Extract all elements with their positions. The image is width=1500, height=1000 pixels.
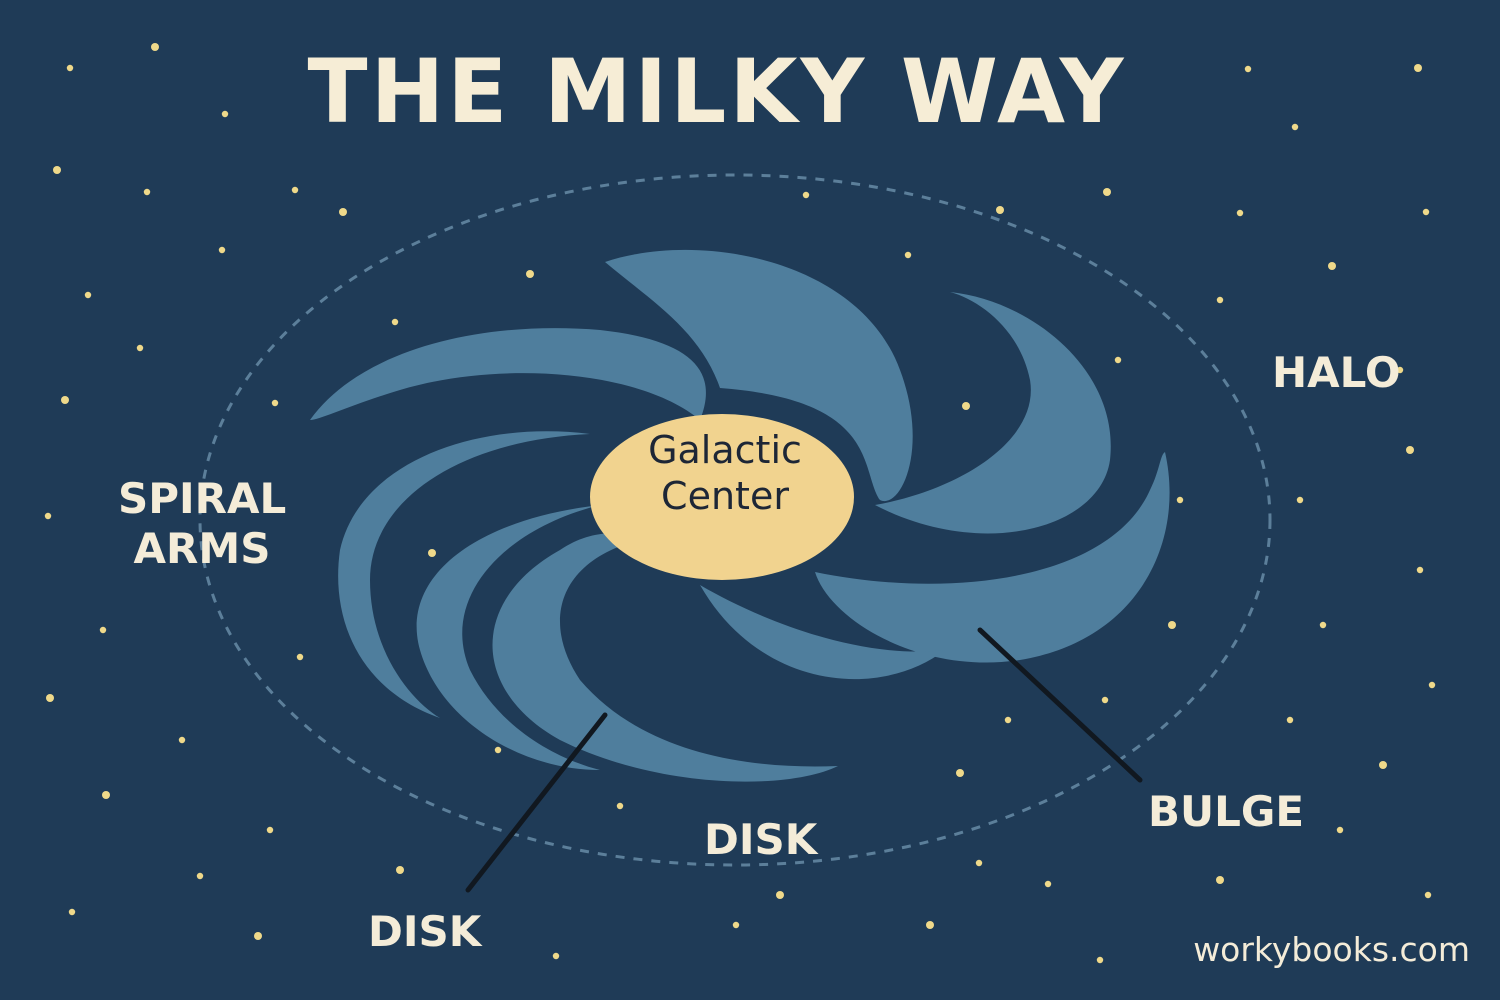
star (296, 653, 304, 661)
star (178, 736, 186, 744)
star (143, 188, 151, 196)
star (526, 270, 534, 278)
star (46, 694, 54, 702)
star (996, 206, 1004, 214)
star (552, 952, 560, 960)
galactic-center-label: Galactic Center (590, 428, 860, 519)
star (1096, 956, 1104, 964)
spiral-arm-upper-left (310, 328, 706, 420)
star (271, 399, 279, 407)
star (962, 402, 970, 410)
disk-pointer-line (465, 712, 608, 893)
star (1176, 496, 1184, 504)
disk-outer-label: DISK (368, 907, 482, 956)
star (391, 318, 399, 326)
spiral-arm-upper-right (875, 292, 1111, 534)
star (926, 921, 934, 929)
spiral-arm-lower-left (416, 505, 600, 770)
star (339, 208, 347, 216)
star (1114, 356, 1122, 364)
spiral-arm-right (815, 452, 1170, 663)
disk-inner-label: DISK (704, 815, 818, 864)
spiral-arms (310, 249, 1170, 782)
star (1216, 876, 1224, 884)
star (136, 344, 144, 352)
star (1286, 716, 1294, 724)
bulge-pointer-line (977, 627, 1143, 783)
star (802, 191, 810, 199)
halo-outline (198, 173, 1272, 867)
galactic-center-core (590, 414, 854, 580)
star (904, 251, 912, 259)
spiral-arm-lower-right (700, 585, 945, 680)
spiral-arm-lower (492, 533, 838, 782)
star (1236, 209, 1244, 217)
spiral-arms-label-line-1: SPIRAL (118, 474, 287, 523)
star (266, 826, 274, 834)
star (1101, 696, 1109, 704)
star (494, 746, 502, 754)
star (61, 396, 69, 404)
star (396, 866, 404, 874)
star (1416, 566, 1424, 574)
star (102, 791, 110, 799)
star (1336, 826, 1344, 834)
spiral-arm-top (605, 249, 913, 502)
spiral-arms-label: SPIRAL ARMS (118, 474, 286, 575)
star (1004, 716, 1012, 724)
star (1424, 891, 1432, 899)
star (956, 769, 964, 777)
star (151, 43, 159, 51)
spiral-arms-label-line-2: ARMS (133, 524, 271, 574)
bulge-label: BULGE (1148, 787, 1305, 836)
star (1168, 621, 1176, 629)
star (291, 186, 299, 194)
star (196, 872, 204, 880)
star (53, 166, 61, 174)
page-title: THE MILKY WAY (307, 40, 1127, 143)
site-credit: workybooks.com (1193, 930, 1470, 969)
star (218, 246, 226, 254)
galactic-center-label-line-1: Galactic (648, 428, 802, 472)
star (1406, 446, 1414, 454)
star (1319, 621, 1327, 629)
star (254, 932, 262, 940)
star (44, 512, 52, 520)
halo-label: HALO (1272, 348, 1401, 397)
star (732, 921, 740, 929)
star (1103, 188, 1111, 196)
star (776, 891, 784, 899)
star (1296, 496, 1304, 504)
star (1328, 262, 1336, 270)
galactic-center-label-line-2: Center (661, 473, 789, 518)
star (99, 626, 107, 634)
star (1422, 208, 1430, 216)
star (84, 291, 92, 299)
star-field (44, 43, 1436, 964)
star (221, 110, 229, 118)
star (68, 908, 76, 916)
star (1379, 761, 1387, 769)
star (1396, 366, 1404, 374)
star (1044, 880, 1052, 888)
star (1244, 65, 1252, 73)
star (66, 64, 74, 72)
star (1216, 296, 1224, 304)
star (616, 802, 624, 810)
star (1291, 123, 1299, 131)
star (428, 549, 436, 557)
star (1428, 681, 1436, 689)
spiral-arm-left (338, 431, 590, 718)
star (1414, 64, 1422, 72)
star (975, 859, 983, 867)
